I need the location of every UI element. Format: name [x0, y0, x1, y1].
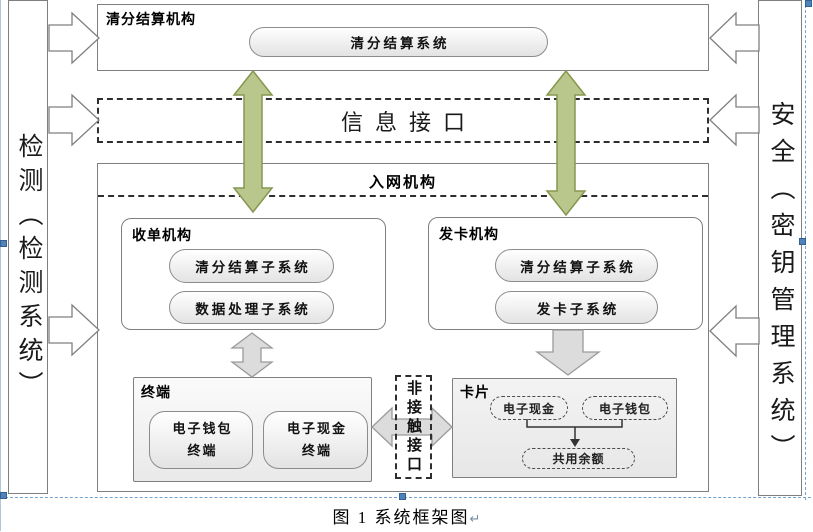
- resize-handle-bottom-left[interactable]: [0, 492, 7, 499]
- ecash-terminal-pill[interactable]: 电子现金 终端: [263, 411, 368, 469]
- security-sidebar-label: 安全（密钥管理系统）: [767, 101, 794, 471]
- white-arrow-left-top-icon[interactable]: [48, 11, 100, 65]
- issuer-card-subsystem-label: 发卡子系统: [536, 301, 620, 317]
- clearing-org-box[interactable]: 清分结算机构 清分结算系统: [97, 4, 709, 71]
- issuer-clearing-subsystem-pill[interactable]: 清分结算子系统: [495, 249, 658, 282]
- ecash-terminal-line2: 终端: [301, 443, 332, 458]
- clearing-system-pill[interactable]: 清分结算系统: [249, 27, 548, 57]
- white-arrow-right-bottom-icon[interactable]: [709, 304, 760, 358]
- canvas-border-right: [805, 0, 806, 500]
- issuer-box[interactable]: 发卡机构 清分结算子系统 发卡子系统: [428, 217, 703, 330]
- white-arrow-left-middle-icon[interactable]: [48, 93, 100, 147]
- clearing-system-label: 清分结算系统: [350, 36, 450, 51]
- issuer-card-subsystem-pill[interactable]: 发卡子系统: [495, 291, 658, 324]
- white-arrow-left-bottom-icon[interactable]: [48, 303, 100, 357]
- ewallet-terminal-line1: 电子钱包: [172, 421, 233, 436]
- info-interface-label: 信息接口: [340, 109, 477, 135]
- contactless-interface-label: 非接触接口: [405, 379, 421, 475]
- detection-sidebar-label: 检测（检测系统）: [15, 133, 42, 405]
- acquirer-title: 收单机构: [132, 227, 192, 243]
- acquirer-clearing-subsystem-pill[interactable]: 清分结算子系统: [169, 249, 334, 283]
- card-shared-balance-label: 共用余额: [552, 452, 605, 466]
- ewallet-terminal-line2: 终端: [187, 443, 218, 458]
- ecash-terminal-line1: 电子现金: [286, 421, 347, 436]
- issuer-clearing-subsystem-label: 清分结算子系统: [520, 259, 636, 275]
- card-ecash-pill[interactable]: 电子现金: [490, 396, 568, 420]
- card-ewallet-pill[interactable]: 电子钱包: [582, 396, 668, 420]
- acquirer-data-subsystem-pill[interactable]: 数据处理子系统: [169, 291, 334, 324]
- security-sidebar[interactable]: 安全（密钥管理系统）: [758, 0, 802, 496]
- card-title: 卡片: [460, 384, 490, 400]
- resize-handle-left-middle[interactable]: [0, 240, 7, 247]
- network-org-divider: [98, 195, 708, 197]
- clearing-org-title: 清分结算机构: [106, 11, 196, 27]
- terminal-title: 终端: [141, 384, 171, 400]
- card-box[interactable]: 卡片 电子现金 电子钱包 共用余额: [452, 378, 677, 478]
- figure-caption: 图 1 系统框架图: [332, 508, 470, 527]
- network-org-title: 入网机构: [368, 174, 438, 191]
- detection-sidebar[interactable]: 检测（检测系统）: [8, 0, 48, 494]
- contactless-interface-box[interactable]: 非接触接口: [395, 375, 432, 479]
- info-interface-box[interactable]: 信息接口: [97, 98, 709, 143]
- card-ewallet-label: 电子钱包: [598, 401, 651, 416]
- page-edge-line-left: [0, 0, 1, 531]
- acquirer-data-subsystem-label: 数据处理子系统: [195, 301, 311, 317]
- resize-handle-right-middle[interactable]: [799, 238, 806, 245]
- terminal-box[interactable]: 终端 电子钱包 终端 电子现金 终端: [133, 377, 372, 482]
- issuer-title: 发卡机构: [439, 226, 499, 242]
- card-shared-balance-pill[interactable]: 共用余额: [522, 448, 635, 469]
- white-arrow-right-top-icon[interactable]: [709, 11, 760, 65]
- white-arrow-right-middle-icon[interactable]: [709, 93, 760, 147]
- paragraph-mark-icon: ↵: [469, 511, 481, 526]
- figure-caption-row: 图 1 系统框架图↵: [0, 503, 813, 528]
- acquirer-box[interactable]: 收单机构 清分结算子系统 数据处理子系统: [121, 218, 386, 330]
- ewallet-terminal-pill[interactable]: 电子钱包 终端: [149, 411, 253, 469]
- card-ecash-label: 电子现金: [502, 401, 555, 416]
- resize-handle-top-right[interactable]: [805, 0, 812, 7]
- resize-handle-bottom-middle[interactable]: [399, 493, 406, 500]
- acquirer-clearing-subsystem-label: 清分结算子系统: [195, 260, 311, 275]
